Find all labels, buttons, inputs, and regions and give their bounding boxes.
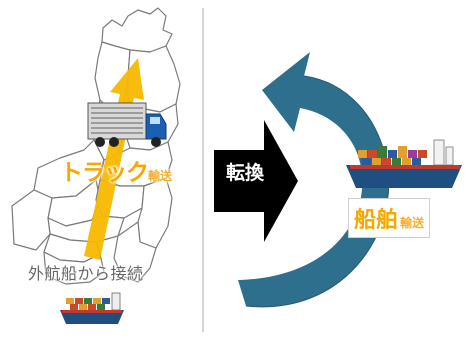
truck-transport-label: トラック輸送 bbox=[60, 162, 172, 185]
conversion-arrow bbox=[214, 120, 298, 242]
truck-label-suffix: 輸送 bbox=[148, 169, 173, 183]
ship-label-suffix: 輸送 bbox=[400, 216, 425, 230]
truck-icon bbox=[87, 102, 167, 147]
conversion-label: 転換 bbox=[226, 162, 265, 184]
truck-label-text: トラック bbox=[60, 160, 149, 186]
container-ship-icon bbox=[346, 139, 462, 188]
ship-transport-label: 船舶輸送 bbox=[348, 198, 431, 238]
japan-map-icon bbox=[11, 7, 181, 285]
ship-icon bbox=[60, 292, 124, 324]
foreign-ship-connection-label: 外航船から接続 bbox=[28, 264, 144, 283]
ship-label-text: 船舶 bbox=[354, 208, 399, 233]
